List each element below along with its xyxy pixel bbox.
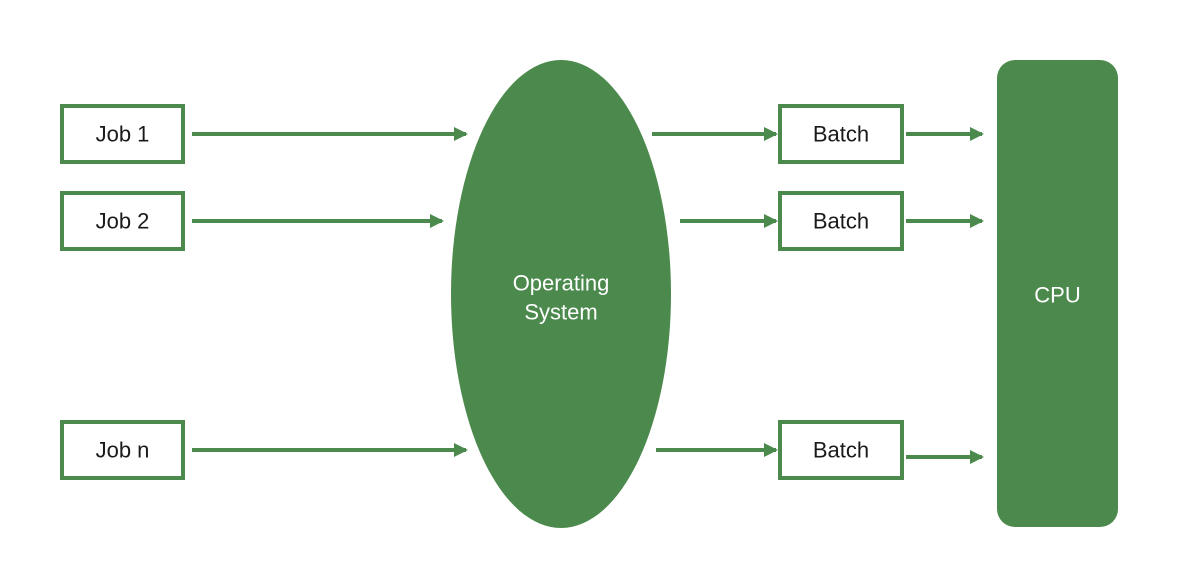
os-label-line2: System [524, 300, 597, 325]
job-label-1: Job 1 [96, 122, 150, 147]
batch-label-3: Batch [813, 438, 869, 463]
batch-label-2: Batch [813, 209, 869, 234]
batch-node-3: Batch [778, 420, 904, 480]
job-node-1: Job 1 [60, 104, 185, 164]
operating-system-node: Operating System [451, 60, 671, 528]
job-node-n: Job n [60, 420, 185, 480]
cpu-node: CPU [997, 60, 1118, 527]
os-label-line1: Operating [513, 271, 610, 296]
job-node-2: Job 2 [60, 191, 185, 251]
batch-node-2: Batch [778, 191, 904, 251]
job-label-2: Job 2 [96, 209, 150, 234]
batch-label-1: Batch [813, 122, 869, 147]
job-label-n: Job n [96, 438, 150, 463]
cpu-label: CPU [1034, 283, 1080, 308]
batch-node-1: Batch [778, 104, 904, 164]
